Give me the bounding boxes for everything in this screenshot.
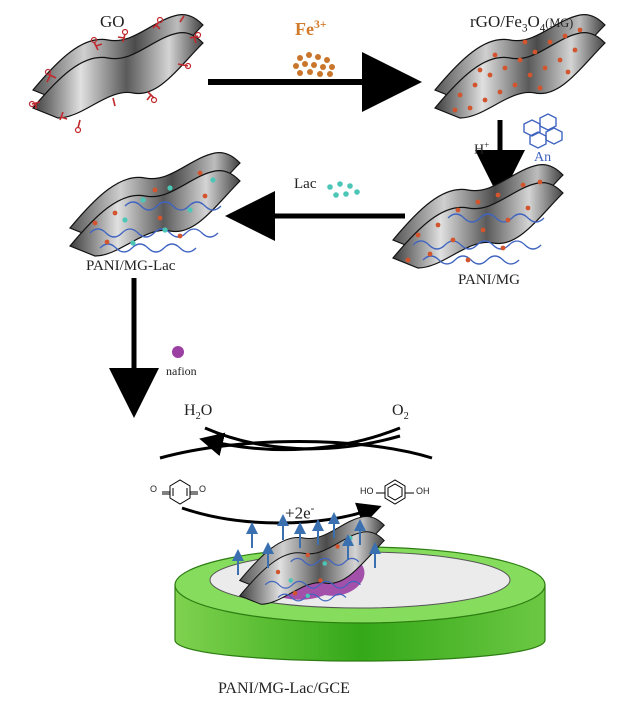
label-o2: O2 [392, 402, 409, 423]
oxygen-groups [31, 15, 199, 129]
aniline-monomers [523, 113, 563, 149]
label-nafion: nafion [166, 364, 197, 378]
label-pani-mg-lac: PANI/MG-Lac [86, 258, 176, 274]
fe-ions [293, 52, 335, 77]
go-sheets [28, 14, 204, 134]
electrode-gce [174, 512, 546, 662]
laccase-dots [327, 181, 360, 198]
hydroquinone-structure [376, 479, 414, 505]
label-quinone-o-left: O [150, 484, 158, 494]
label-hydroquinone-oh: OH [416, 486, 430, 496]
pani-mg-sheets [392, 164, 564, 269]
label-aniline: An [534, 150, 552, 165]
label-electrons: +2e- [285, 503, 315, 523]
label-electrode: PANI/MG-Lac/GCE [218, 680, 350, 697]
label-fe3: Fe3+ [295, 18, 327, 39]
pani-mg-lac-sheets [69, 152, 241, 257]
label-lac: Lac [294, 176, 317, 192]
label-go: GO [100, 12, 125, 31]
nafion-dot [172, 346, 184, 358]
label-hydroquinone-ho: HO [360, 486, 374, 496]
label-mg: rGO/Fe3O4(MG) [470, 12, 574, 35]
benzoquinone-structure [162, 479, 198, 505]
label-quinone-o-right: O [199, 484, 207, 494]
label-pani-mg: PANI/MG [458, 272, 520, 288]
label-h2o: H2O [184, 402, 213, 423]
mg-sheets [434, 14, 606, 119]
label-h-plus: H+ [474, 140, 490, 158]
electron-arrows [232, 512, 381, 575]
